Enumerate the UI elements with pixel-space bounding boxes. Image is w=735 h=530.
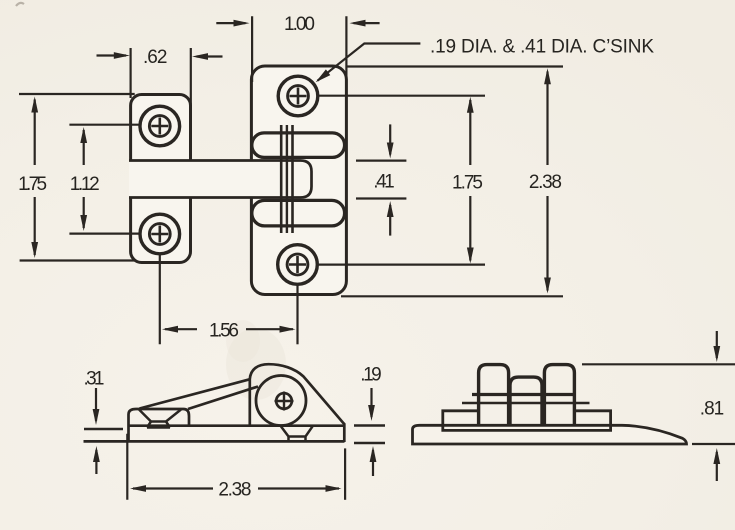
svg-text:1.75: 1.75 <box>18 174 47 195</box>
svg-text:2.38: 2.38 <box>218 480 251 501</box>
svg-text:1.56: 1.56 <box>209 321 239 342</box>
svg-text:1.00: 1.00 <box>284 14 315 35</box>
svg-text:.19 DIA. & .41 DIA. C’SINK: .19 DIA. & .41 DIA. C’SINK <box>430 37 654 58</box>
svg-text:.19: .19 <box>360 365 382 386</box>
svg-text:1.75: 1.75 <box>452 173 483 194</box>
svg-text:.81: .81 <box>700 399 725 420</box>
svg-text:.41: .41 <box>373 172 395 193</box>
svg-text:1.12: 1.12 <box>70 174 100 195</box>
svg-text:.62: .62 <box>143 47 168 68</box>
svg-text:.31: .31 <box>84 369 105 390</box>
svg-text:2.38: 2.38 <box>529 172 562 193</box>
